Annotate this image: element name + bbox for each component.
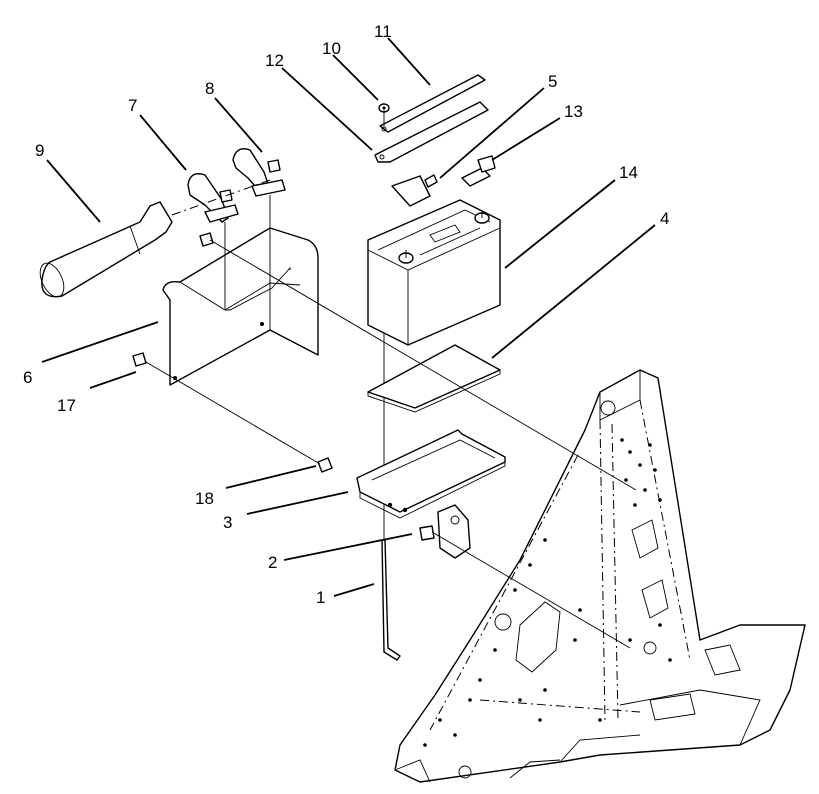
part-11-strap <box>379 74 486 133</box>
part-8-clamp <box>232 148 286 197</box>
part-9-tube <box>39 179 271 298</box>
callouts: 10 11 12 5 13 14 4 8 7 9 6 17 18 3 2 1 <box>23 22 669 607</box>
part-4-pad <box>367 344 501 413</box>
callout-9: 9 <box>35 141 44 160</box>
callout-3: 3 <box>223 513 232 532</box>
callout-4: 4 <box>660 209 669 228</box>
callout-18: 18 <box>195 489 214 508</box>
callout-12: 12 <box>265 51 284 70</box>
frame <box>394 369 806 783</box>
part-2-bracket <box>419 504 471 559</box>
callout-14: 14 <box>619 163 638 182</box>
callout-1: 1 <box>316 588 325 607</box>
callout-6: 6 <box>23 368 32 387</box>
leader-lines <box>41 37 656 597</box>
callout-2: 2 <box>268 553 277 572</box>
callout-8: 8 <box>205 79 214 98</box>
callout-10: 10 <box>322 39 341 58</box>
part-13-terminal-cover <box>461 155 496 187</box>
assembly-lines <box>145 110 637 649</box>
part-3-battery-tray <box>356 429 506 519</box>
part-5-terminal-cover <box>391 174 438 207</box>
callout-11: 11 <box>374 22 392 41</box>
callout-13: 13 <box>564 102 583 121</box>
part-12-bracket <box>374 101 489 163</box>
part-18-spacer <box>317 457 333 473</box>
callout-17: 17 <box>57 396 76 415</box>
part-14-battery <box>367 199 501 346</box>
callout-7: 7 <box>128 96 137 115</box>
part-6-cover <box>162 227 319 386</box>
part-7-clamp <box>187 173 239 223</box>
callout-5: 5 <box>548 72 557 91</box>
part-17-bolt <box>132 232 214 367</box>
